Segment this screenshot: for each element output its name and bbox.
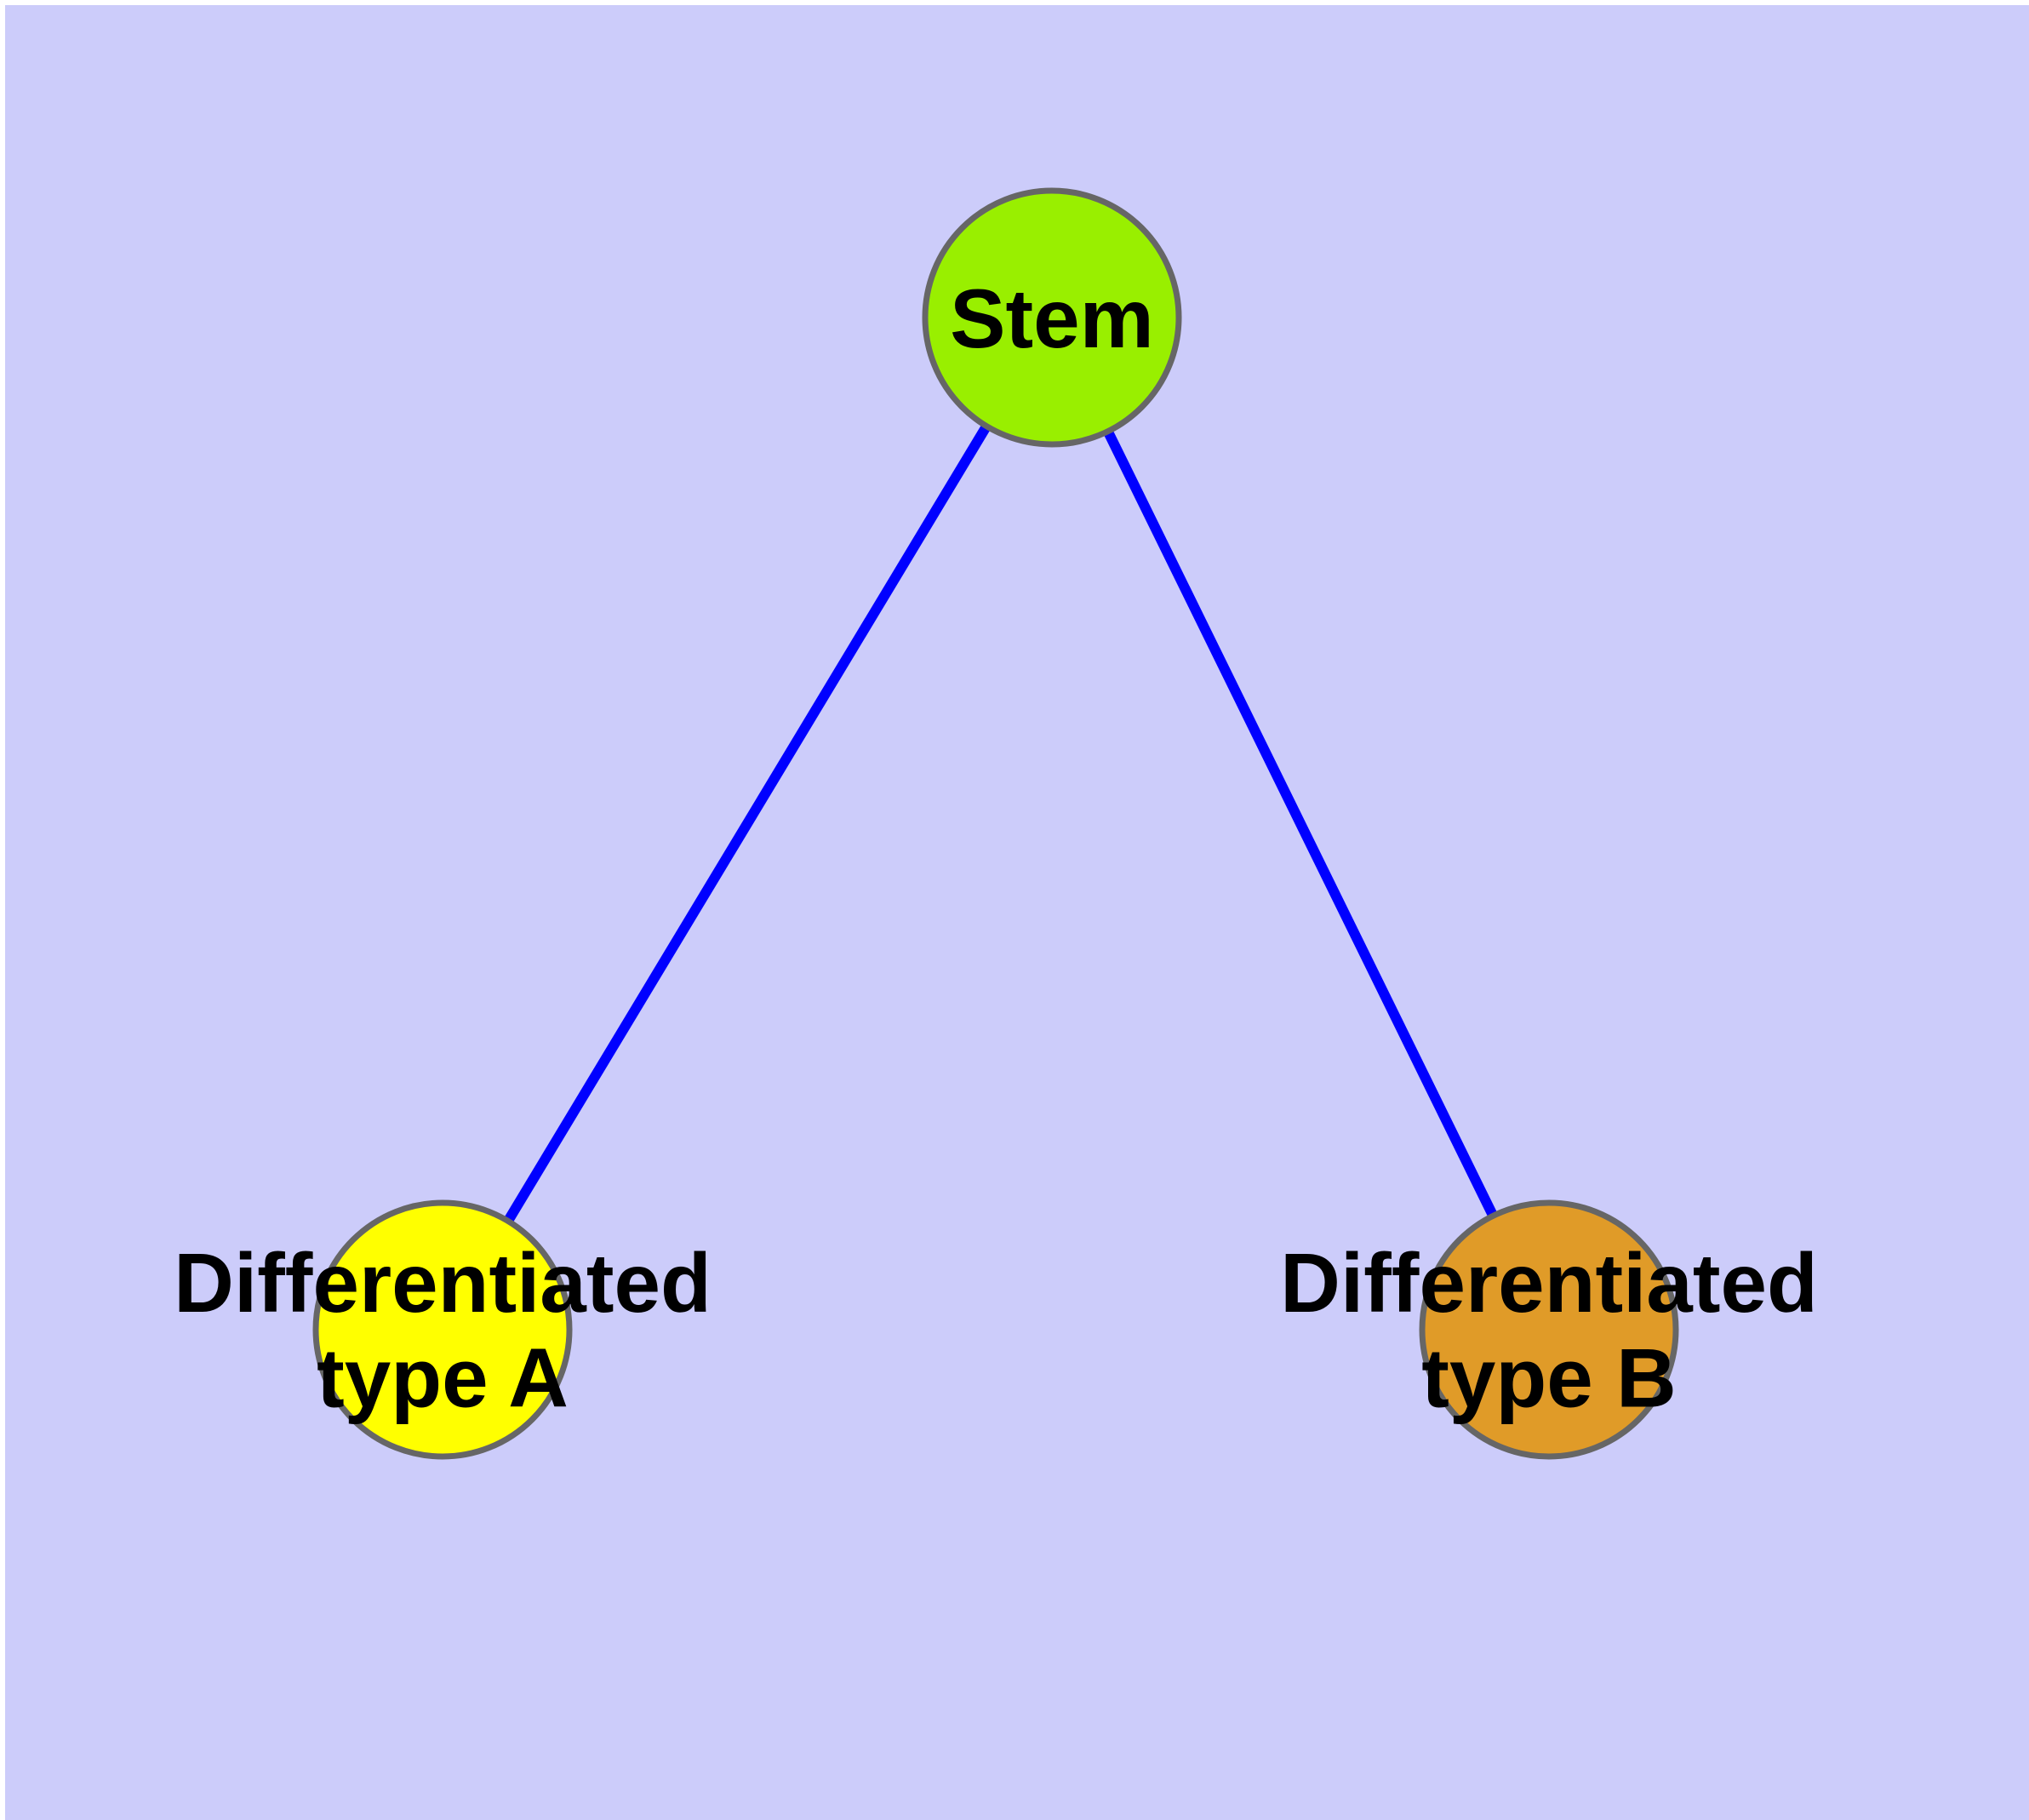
node-circle-diff-b[interactable] — [1419, 1199, 1679, 1460]
node-label-line: Stem — [950, 272, 1154, 365]
node-label-line: type B — [1421, 1331, 1677, 1425]
node-circle-diff-a[interactable] — [312, 1199, 573, 1460]
node-label-line: Differentiated — [1280, 1236, 1818, 1330]
edge-stem-diff-a[interactable] — [437, 314, 1057, 1333]
edge-stem-diff-b[interactable] — [1047, 315, 1554, 1332]
edges-layer — [437, 314, 1554, 1333]
node-label-line: Differentiated — [174, 1236, 712, 1330]
node-label-line: type A — [317, 1331, 569, 1425]
node-circle-stem[interactable] — [922, 187, 1182, 448]
node-label-stem: Stem — [950, 272, 1154, 365]
graph-node-stem[interactable]: Stem — [922, 187, 1182, 448]
